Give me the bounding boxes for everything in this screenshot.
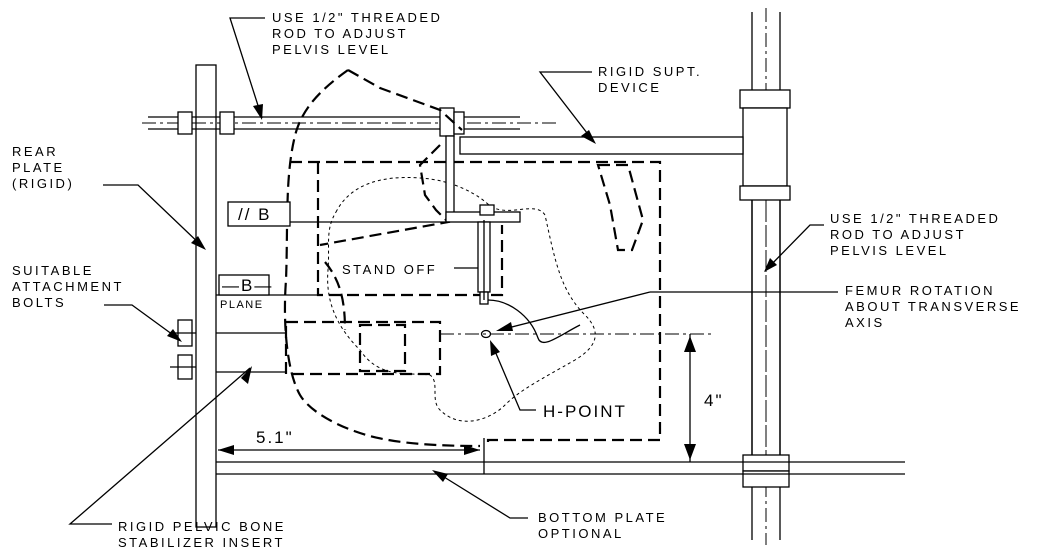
label-rigid-support-line2: DEVICE [598,80,661,95]
insert-right-flap [596,163,645,252]
rigid-support-bar [459,136,744,155]
leaders [68,17,838,525]
stabilizer-insert-outline [290,160,662,446]
label-dim-4: 4" [704,391,724,410]
label-rod-right-line2: ROD TO ADJUST [830,227,966,242]
datum-parallel-b-box [227,201,291,227]
insert-lower-slot [284,320,442,376]
label-rod-right-line3: PELVIS LEVEL [830,243,949,258]
label-rod-top-line2: ROD TO ADJUST [272,26,408,41]
femur-contour [327,177,596,422]
label-rod-top-line3: PELVIS LEVEL [272,42,391,57]
femur-wire [487,299,581,344]
label-rod-top-line1: USE 1/2" THREADED [272,10,442,25]
top-threaded-rod [142,107,560,137]
label-rear-plate-line2: PLATE [12,160,65,175]
label-dim-5-1: 5.1" [256,428,294,447]
datum-b-label: —B— [222,276,273,295]
plane-label: PLANE [220,299,264,311]
label-bottom-plate-line2: OPTIONAL [538,526,624,541]
label-stabilizer-line1: RIGID PELVIC BONE [118,519,286,534]
label-bolts-line1: SUITABLE [12,263,94,278]
label-bolts-line3: BOLTS [12,295,66,310]
insert-upper-block [316,162,504,297]
bottom-plate [216,461,905,475]
label-h-point: H-POINT [543,402,627,421]
rear-plate [195,64,217,528]
label-rigid-support-line1: RIGID SUPT. [598,64,702,79]
label-femur-line1: FEMUR ROTATION [845,283,995,298]
pelvic-inner-line [319,144,451,247]
dimension-4in [684,334,696,462]
dimension-5-1in [218,438,485,474]
attachment-bolts [170,319,196,380]
right-vertical-rod [739,8,791,545]
stand-off-bracket [445,135,521,305]
insert-inner-slot [358,323,407,373]
pelvic-bone-crest [347,69,463,131]
datum-parallel-b-label: // B [238,205,272,224]
label-femur-line2: ABOUT TRANSVERSE [845,299,1021,314]
label-femur-line3: AXIS [845,315,885,330]
label-stabilizer-line2: STABILIZER INSERT [118,535,285,550]
label-rod-right-line1: USE 1/2" THREADED [830,211,1000,226]
label-bolts-line2: ATTACHMENT [12,279,124,294]
label-bottom-plate-line1: BOTTOM PLATE [538,510,667,525]
label-rear-plate-line1: REAR [12,144,58,159]
label-rear-plate-line3: (RIGID) [12,176,74,191]
label-stand-off: STAND OFF [342,262,437,277]
datum-b-box [218,274,270,296]
